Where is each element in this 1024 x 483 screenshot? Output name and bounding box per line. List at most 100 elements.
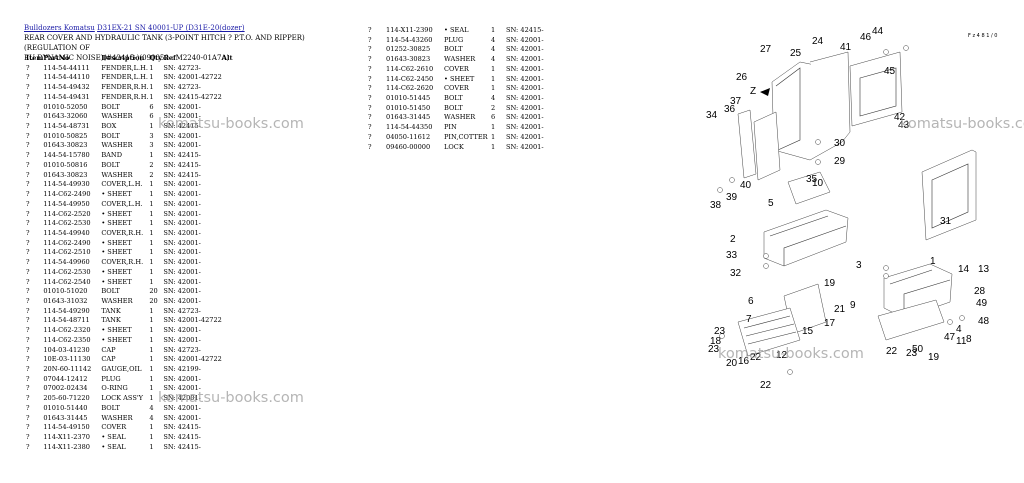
cell-item: ?	[368, 94, 372, 103]
cell-qty: 1	[149, 199, 154, 208]
cell-ref: SN: 42001-	[163, 102, 201, 111]
callout-label: 16	[738, 356, 750, 367]
watermark: komatsu-books.com	[158, 390, 304, 406]
cell-ref: SN: 42001-	[163, 413, 201, 422]
cover-panel-41-inner	[859, 67, 897, 117]
cell-description: WASHER	[101, 296, 133, 305]
cell-qty: 1	[149, 316, 154, 325]
cell-ref: SN: 42001-	[163, 326, 201, 335]
callout-label: 31	[940, 216, 952, 227]
cell-item: ?	[368, 45, 372, 54]
cell-qty: 1	[149, 442, 154, 451]
callout-label: 8	[966, 334, 972, 345]
cell-partno: 114-54-48731	[43, 122, 90, 131]
frame-2-lines	[769, 215, 847, 266]
callout-label: 47	[944, 332, 956, 343]
cell-item: ?	[26, 228, 30, 237]
fender-shape	[809, 51, 851, 143]
cell-description: COVER,R.H.	[101, 228, 144, 237]
cell-ref: SN: 42199-	[163, 365, 201, 373]
cell-ref: SN: 42415-	[163, 433, 201, 442]
cell-ref: SN: 42723-	[163, 83, 201, 92]
cell-item: ?	[368, 123, 372, 132]
cell-qty: 2	[149, 170, 154, 179]
cell-partno: 114-54-49950	[43, 199, 90, 208]
cell-qty: 6	[149, 102, 154, 111]
side-sheet-34	[737, 109, 757, 179]
cell-ref: SN: 42001-	[506, 123, 544, 132]
callout-label: 17	[824, 318, 836, 329]
callout-label: 23	[714, 326, 726, 337]
cell-item: ?	[368, 55, 372, 64]
callout-label: 44	[872, 26, 884, 37]
cell-ref: SN: 42001-	[506, 74, 544, 83]
callout-label: 36	[724, 104, 736, 115]
cell-partno: 01010-50825	[43, 131, 88, 140]
cell-ref: SN: 42001-	[163, 374, 201, 383]
tank-front	[775, 67, 801, 151]
cell-item: ?	[26, 394, 30, 403]
callout-label: 39	[726, 192, 738, 203]
cell-ref: SN: 42001-	[163, 180, 201, 189]
cell-qty: 1	[149, 423, 154, 432]
cell-description: COVER,L.H.	[101, 199, 143, 208]
cell-description: • SHEET	[101, 190, 132, 199]
page-title-line2: EU DYNAMIC NOISE)(#42415-)(090050 : M224…	[24, 54, 230, 62]
cell-description: CAP	[101, 345, 116, 354]
cell-ref: SN: 42001-	[163, 258, 201, 267]
watermark: komatsu-books.com	[158, 116, 304, 132]
cell-partno: 01010-50816	[43, 160, 88, 169]
cell-description: TANK	[101, 316, 121, 325]
breadcrumb-link-model[interactable]: D31EX-21 SN 40001-UP (D31E-20(dozer)	[97, 24, 245, 32]
cell-partno: 114-54-49150	[43, 423, 90, 432]
cell-qty: 4	[491, 35, 496, 44]
cell-qty: 2	[149, 160, 154, 169]
cell-partno: 114-C62-2520	[43, 209, 91, 218]
cell-item: ?	[368, 74, 372, 83]
cell-ref: SN: 42001-	[163, 228, 201, 237]
cell-item: ?	[26, 92, 30, 101]
page-header: Bulldozers Komatsu D31EX-21 SN 40001-UP …	[24, 23, 324, 63]
cell-ref: SN: 42001-	[163, 277, 201, 286]
cell-item: ?	[26, 190, 30, 199]
callout-label: 49	[976, 298, 988, 309]
col-qty: Qty	[149, 54, 162, 62]
callout-label: 29	[834, 156, 846, 167]
cell-partno: 114-X11-2390	[386, 26, 433, 34]
cell-ref: SN: 42001-	[506, 64, 544, 73]
cell-description: LOCK ASS'Y	[101, 394, 144, 403]
cell-ref: SN: 42001-	[163, 190, 201, 199]
parts-table-left: Item PartNo Description Qty Ref Alt ?114…	[26, 54, 244, 452]
cell-qty: 1	[149, 92, 154, 101]
cell-description: WASHER	[101, 170, 133, 179]
col-item: Item	[26, 54, 44, 62]
cell-description: CAP	[101, 355, 116, 364]
cell-item: ?	[26, 296, 30, 305]
breadcrumb-link-category[interactable]: Bulldozers Komatsu	[24, 24, 95, 32]
cell-ref: SN: 42415-	[163, 122, 201, 131]
cell-description: • SHEET	[101, 335, 132, 344]
cell-qty: 20	[149, 296, 158, 305]
cell-ref: SN: 42001-	[163, 403, 201, 412]
cell-item: ?	[368, 84, 372, 93]
cell-item: ?	[26, 102, 30, 111]
cell-qty: 1	[149, 190, 154, 199]
callout-label: 23	[906, 348, 918, 359]
cell-description: FENDER,R.H.	[101, 92, 149, 101]
col-partno: PartNo	[43, 54, 70, 62]
